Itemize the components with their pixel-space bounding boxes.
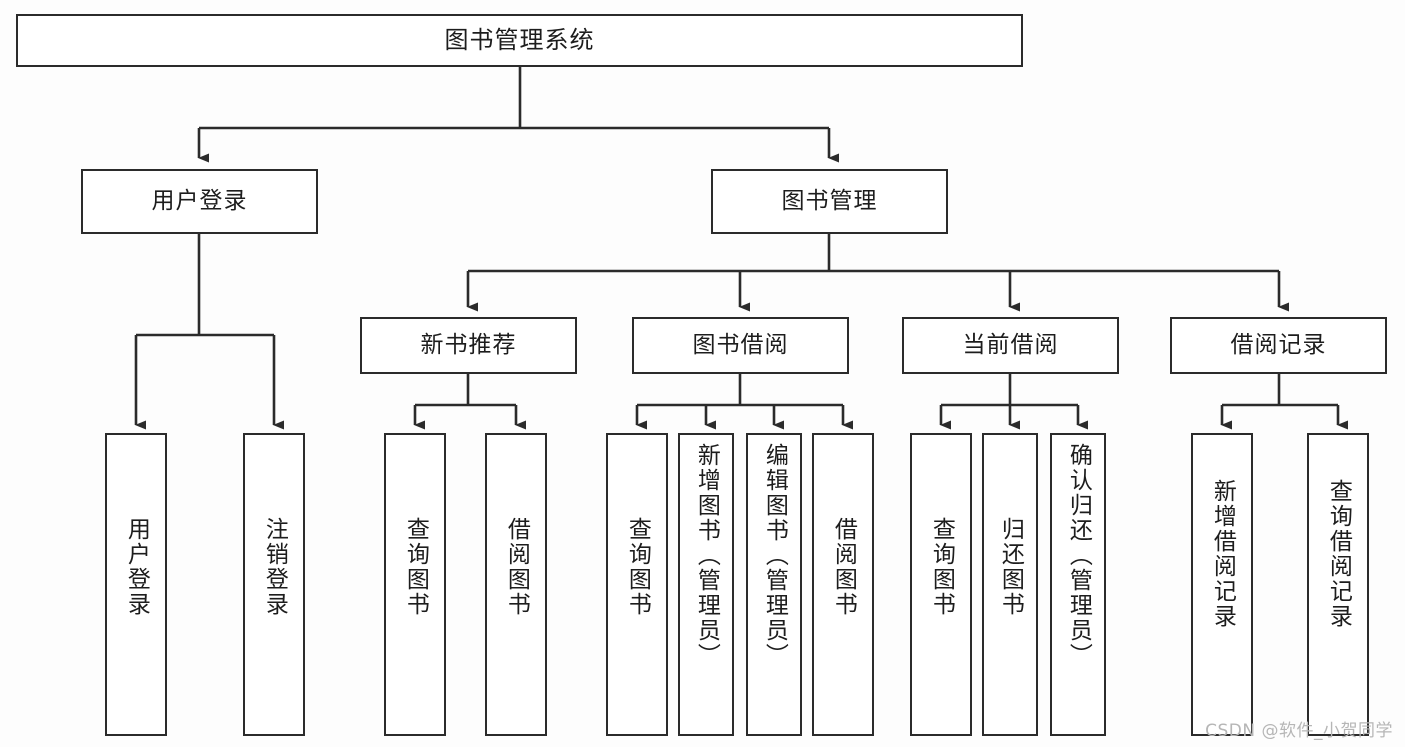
node-label: 图书管理系统 <box>444 26 595 55</box>
node-label: 图书管理 <box>781 187 878 214</box>
node-label: 注销登录 <box>261 517 288 617</box>
node-leaf-query-book-2[interactable]: 查询图书 <box>606 433 668 736</box>
node-leaf-query-book-3[interactable]: 查询图书 <box>910 433 972 736</box>
node-book-borrow[interactable]: 图书借阅 <box>632 317 849 374</box>
node-leaf-add-book[interactable]: 新增图书（管理员） <box>678 433 734 736</box>
node-leaf-logout[interactable]: 注销登录 <box>243 433 305 736</box>
node-label: 借阅图书 <box>503 517 530 617</box>
node-label: 新增图书（管理员） <box>693 443 720 668</box>
node-user-login[interactable]: 用户登录 <box>81 169 318 234</box>
node-label: 查询图书 <box>928 517 955 617</box>
node-current-borrow[interactable]: 当前借阅 <box>902 317 1119 374</box>
node-label: 借阅记录 <box>1230 331 1327 358</box>
node-label: 图书借阅 <box>692 331 789 358</box>
node-leaf-borrow-book-2[interactable]: 借阅图书 <box>812 433 874 736</box>
node-leaf-return-book[interactable]: 归还图书 <box>982 433 1038 736</box>
node-label: 当前借阅 <box>962 331 1059 358</box>
node-label: 用户登录 <box>123 517 150 617</box>
node-label: 用户登录 <box>151 187 248 214</box>
node-leaf-edit-book[interactable]: 编辑图书（管理员） <box>746 433 802 736</box>
node-leaf-borrow-book-1[interactable]: 借阅图书 <box>485 433 547 736</box>
node-label: 归还图书 <box>997 517 1024 617</box>
node-leaf-query-record[interactable]: 查询借阅记录 <box>1307 433 1369 736</box>
node-leaf-confirm-return[interactable]: 确认归还（管理员） <box>1050 433 1106 736</box>
node-book-management[interactable]: 图书管理 <box>711 169 948 234</box>
node-leaf-query-book-1[interactable]: 查询图书 <box>384 433 446 736</box>
node-label: 确认归还（管理员） <box>1065 443 1092 668</box>
node-label: 新书推荐 <box>420 331 517 358</box>
node-new-book-recommend[interactable]: 新书推荐 <box>360 317 577 374</box>
csdn-watermark: CSDN @软件_小贺同学 <box>1205 721 1393 741</box>
node-label: 编辑图书（管理员） <box>761 443 788 668</box>
node-label: 查询借阅记录 <box>1325 479 1352 629</box>
node-label: 新增借阅记录 <box>1209 479 1236 629</box>
node-root-system[interactable]: 图书管理系统 <box>16 14 1023 67</box>
node-label: 借阅图书 <box>830 517 857 617</box>
node-leaf-add-record[interactable]: 新增借阅记录 <box>1191 433 1253 736</box>
node-label: 查询图书 <box>402 517 429 617</box>
node-borrow-record[interactable]: 借阅记录 <box>1170 317 1387 374</box>
node-label: 查询图书 <box>624 517 651 617</box>
node-leaf-user-login[interactable]: 用户登录 <box>105 433 167 736</box>
